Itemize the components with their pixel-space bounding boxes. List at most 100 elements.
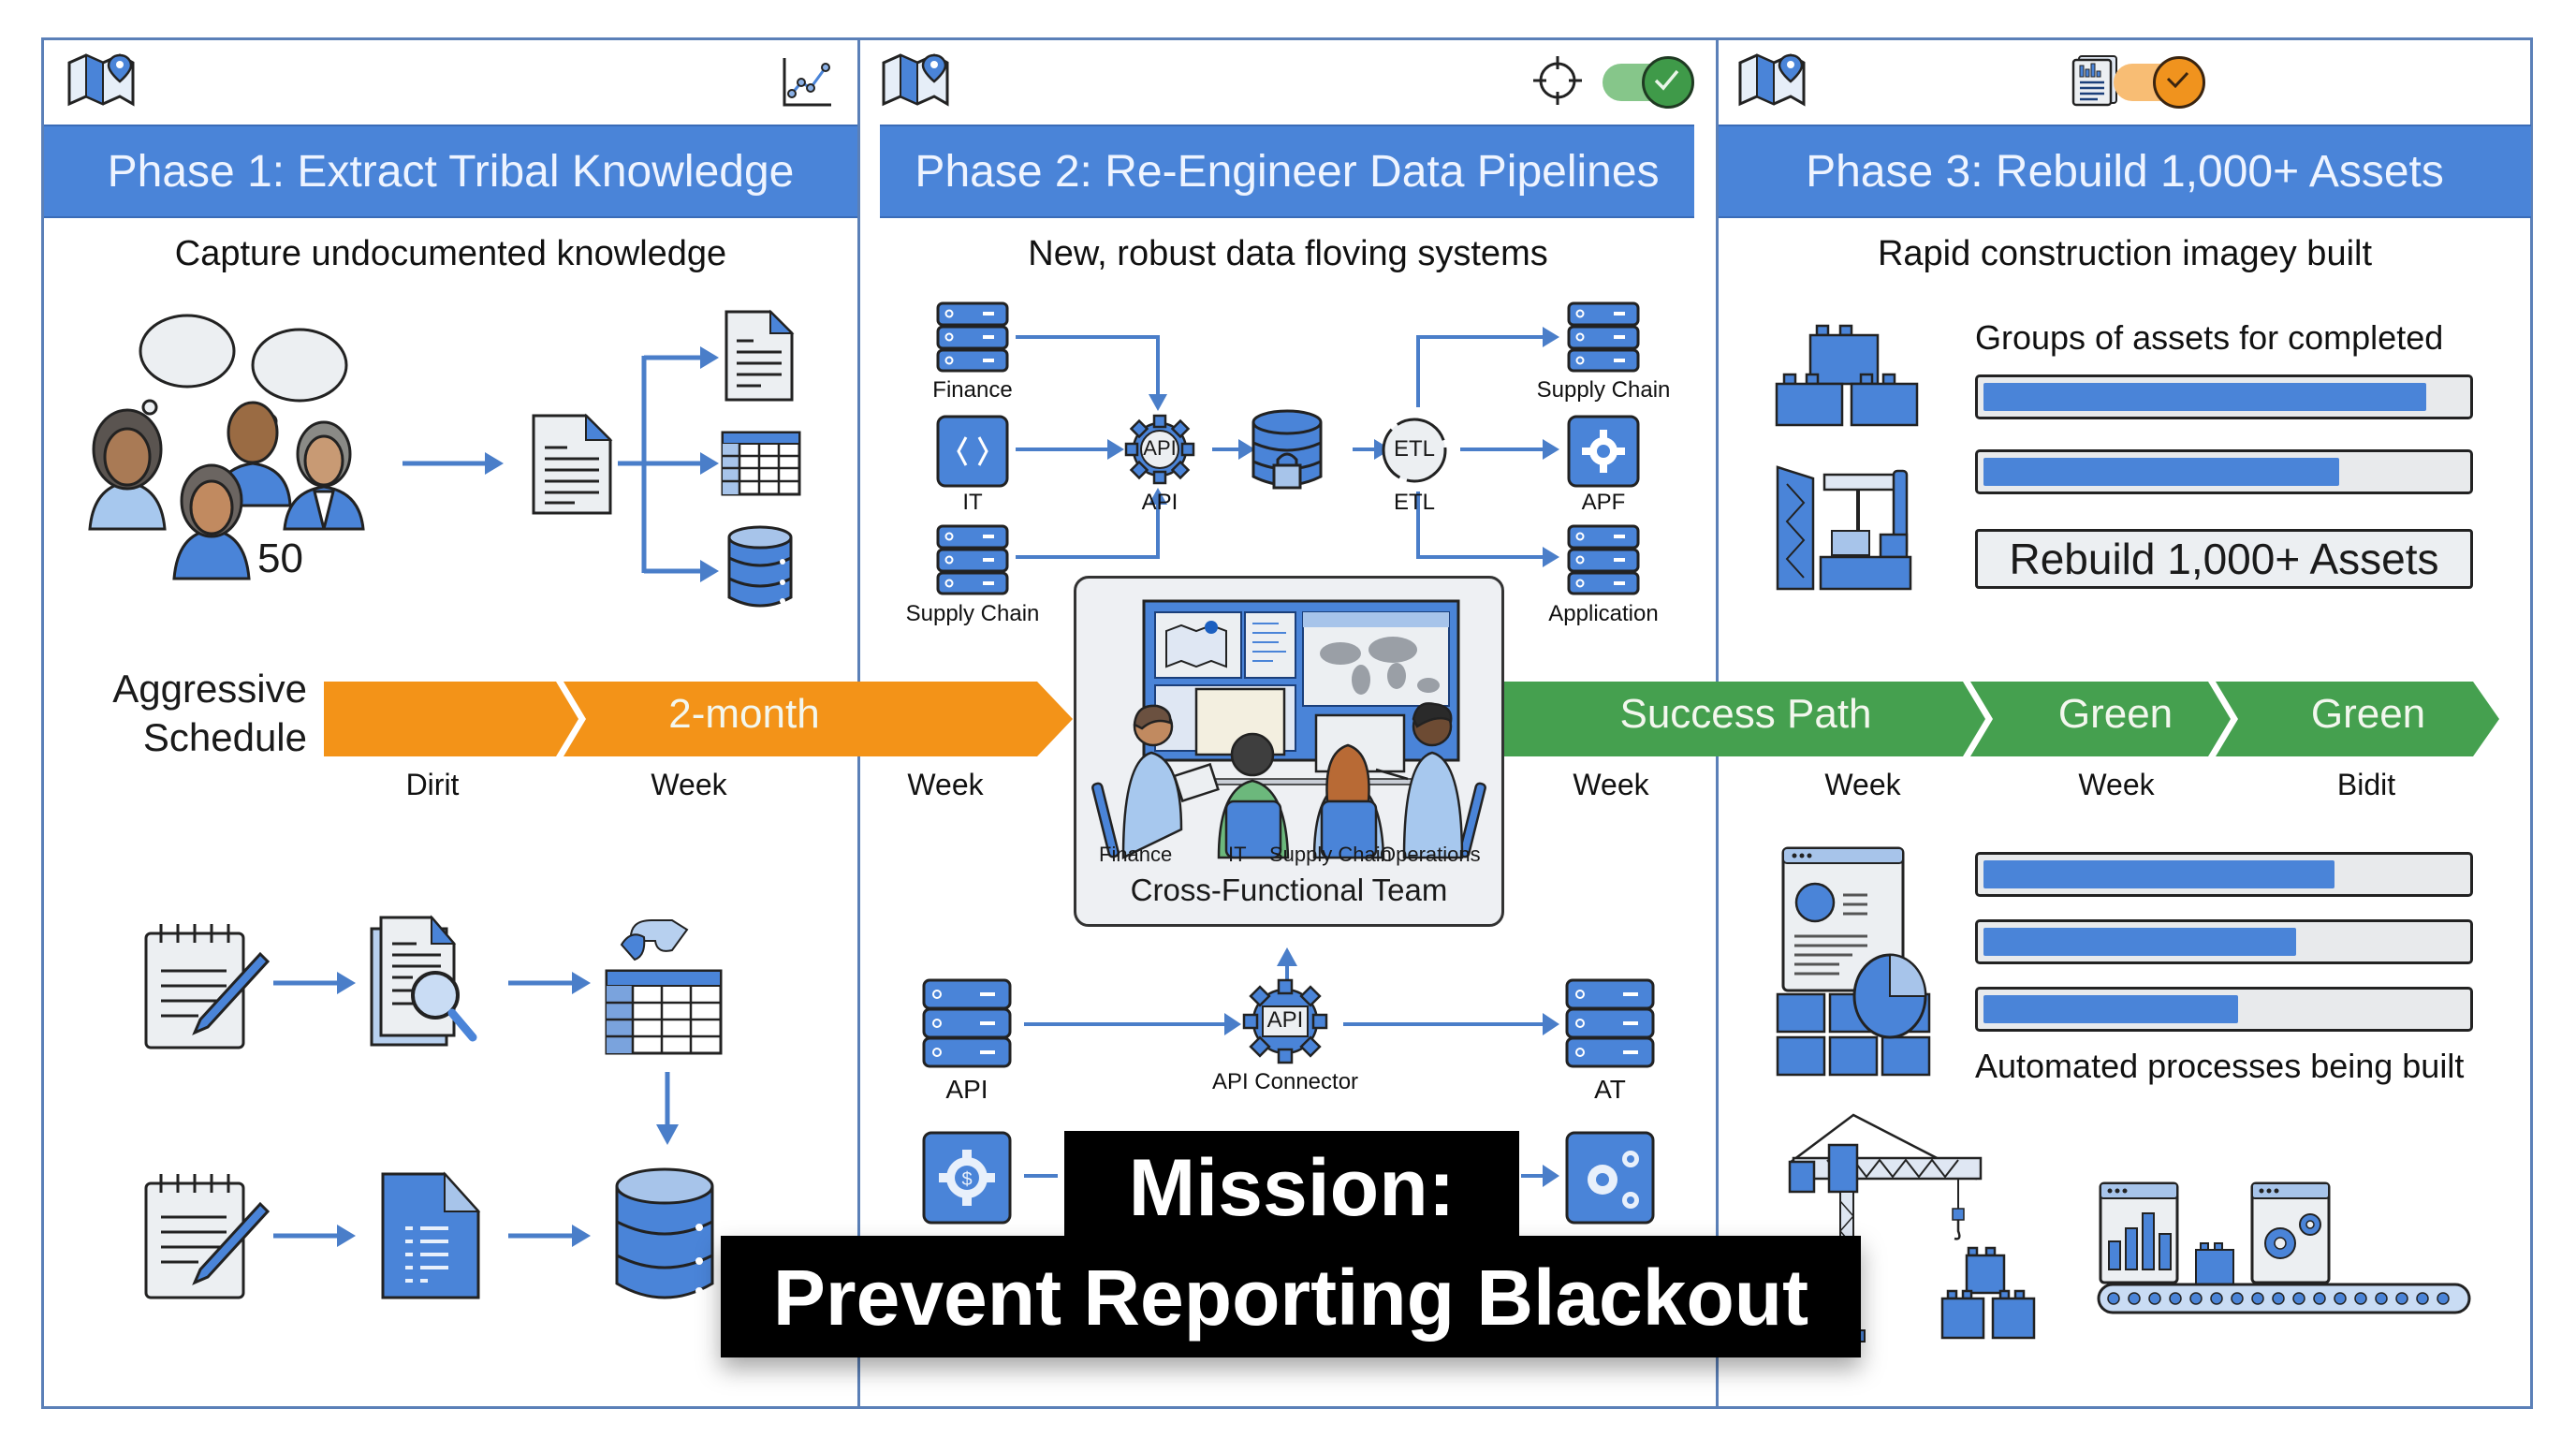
mission-line-2: Prevent Reporting Blackout [772, 1254, 1809, 1342]
phase-1-title: Phase 1: Extract Tribal Knowledge [107, 146, 795, 197]
secure-database-icon [1251, 409, 1323, 490]
people-thinking-icon [88, 314, 365, 580]
gear-app-icon [1567, 415, 1640, 488]
arrow-right-icon [402, 452, 504, 475]
progress-fill [1983, 860, 2334, 888]
api-connector-gear-icon [1242, 978, 1328, 1064]
progress-fill [1983, 928, 2296, 956]
api-gear-icon [1124, 414, 1195, 485]
toggle-green-check-icon[interactable] [1603, 56, 1694, 109]
phase-3-title: Phase 3: Rebuild 1,000+ Assets [1806, 146, 2444, 197]
notepad-pencil-icon [144, 1174, 271, 1299]
report-icon[interactable] [2071, 54, 2118, 107]
green-segment-1-label: Success Path [1619, 691, 1872, 737]
timeline-row-label: Aggressive Schedule [66, 665, 307, 762]
database-icon [727, 525, 793, 608]
lower-target-label: AT [1594, 1075, 1626, 1104]
team-meeting-illustration [1091, 599, 1486, 859]
timeline-row-label-line1: Aggressive [112, 667, 307, 711]
etl-badge-text: ETL [1393, 436, 1435, 462]
timeline-tick-label: Week [651, 768, 727, 801]
table-icon [721, 431, 801, 496]
phase-3-header: Phase 3: Rebuild 1,000+ Assets [1719, 125, 2531, 218]
progress-fill [1983, 383, 2426, 411]
outer-frame [41, 37, 2533, 1409]
finance-gear-icon: $ [922, 1131, 1012, 1225]
orange-segment-1 [324, 682, 578, 756]
branch-arrows [618, 346, 719, 582]
phase-2-subtitle: New, robust data floving systems [1028, 234, 1548, 273]
building-blocks-icon [1940, 1246, 2036, 1340]
orange-segment-2 [564, 682, 1073, 756]
server-icon [1567, 301, 1640, 373]
team-member-supply-chain: Supply Chain [1269, 843, 1392, 866]
mission-banner-bottom: Prevent Reporting Blackout [721, 1236, 1861, 1357]
green-segment-3-label: Green [2310, 691, 2426, 737]
team-title: Cross-Functional Team [1130, 873, 1448, 907]
green-segment-3 [2216, 682, 2499, 756]
server-icon [936, 301, 1009, 373]
timeline-row-label-line2: Schedule [142, 715, 307, 759]
phase-2-header: Phase 2: Re-Engineer Data Pipelines [880, 125, 1694, 218]
target-label-apf: APF [1581, 490, 1626, 515]
lower-source-label: API [945, 1075, 988, 1104]
timeline-tick-label: Bidit [2336, 768, 2396, 801]
team-member-operations: Operations [1380, 843, 1481, 866]
document-search-icon [370, 915, 477, 1047]
green-segment-1 [1504, 682, 1985, 756]
target-label-application: Application [1548, 601, 1659, 626]
cross-functional-team-card: Finance IT Supply Chain Operations Cross… [1074, 576, 1504, 927]
crosshair-icon[interactable] [1531, 54, 1584, 107]
team-member-it: IT [1228, 843, 1247, 866]
table-icon [605, 919, 723, 1055]
dashboard-report-icon [1776, 846, 1931, 1077]
server-icon [1565, 978, 1655, 1068]
document-icon [532, 413, 613, 515]
api-label: API [1141, 490, 1178, 515]
orange-segment-2-label: 2-month [668, 691, 820, 737]
svg-text:$: $ [961, 1169, 972, 1190]
mission-banner-top: Mission: [1064, 1131, 1519, 1241]
automated-label: Automated processes being built [1975, 1047, 2465, 1085]
pipeline-connectors [1016, 327, 1559, 567]
green-segment-2-label: Green [2057, 691, 2174, 737]
line-chart-icon [783, 58, 831, 107]
timeline-tick-label: Week [1573, 768, 1649, 801]
timeline-tick-label: Week [2078, 768, 2155, 801]
code-brackets-icon [936, 415, 1009, 488]
arrow-right-icon [273, 1225, 356, 1247]
building-blocks-icon [1775, 324, 1919, 427]
toggle-orange-check-icon[interactable] [2114, 56, 2205, 109]
document-icon [724, 309, 795, 402]
api-connector-label: API Connector [1211, 1069, 1359, 1094]
groups-label: Groups of assets for completed [1975, 318, 2444, 357]
database-icon [615, 1167, 714, 1299]
etl-cycle-icon [1382, 418, 1447, 483]
map-pin-icon [67, 53, 135, 107]
rebuild-assets-text: Rebuild 1,000+ Assets [2009, 535, 2439, 583]
factory-machine-icon [1776, 465, 1912, 591]
green-success-band [1504, 682, 2499, 756]
group-progress-bar-2 [1975, 449, 2473, 494]
server-icon [1567, 524, 1640, 595]
automated-progress-bar-2 [1975, 919, 2473, 964]
team-member-finance: Finance [1099, 843, 1173, 866]
gears-icon [1565, 1131, 1655, 1225]
timeline-tick-label: Week [907, 768, 984, 801]
lower-flow-arrows [1024, 947, 1559, 1187]
source-label-finance: Finance [932, 377, 1013, 403]
api-connector-badge: API [1266, 1007, 1304, 1033]
timeline-tick-label: Dirit [405, 768, 460, 801]
conveyor-belt-icon [2097, 1181, 2471, 1314]
phase-2-title: Phase 2: Re-Engineer Data Pipelines [915, 146, 1660, 197]
phase-3-subtitle: Rapid construction imagey built [1877, 234, 2373, 273]
green-segment-2 [1970, 682, 2231, 756]
arrow-right-icon [273, 972, 356, 994]
arrow-right-icon [508, 972, 591, 994]
target-label-supply-chain: Supply Chain [1536, 377, 1671, 403]
blue-document-icon [381, 1171, 481, 1299]
api-badge-text: API [1143, 436, 1177, 460]
people-count: 50 [257, 536, 303, 581]
arrow-right-icon [508, 1225, 591, 1247]
source-label-supply-chain: Supply Chain [905, 601, 1040, 626]
